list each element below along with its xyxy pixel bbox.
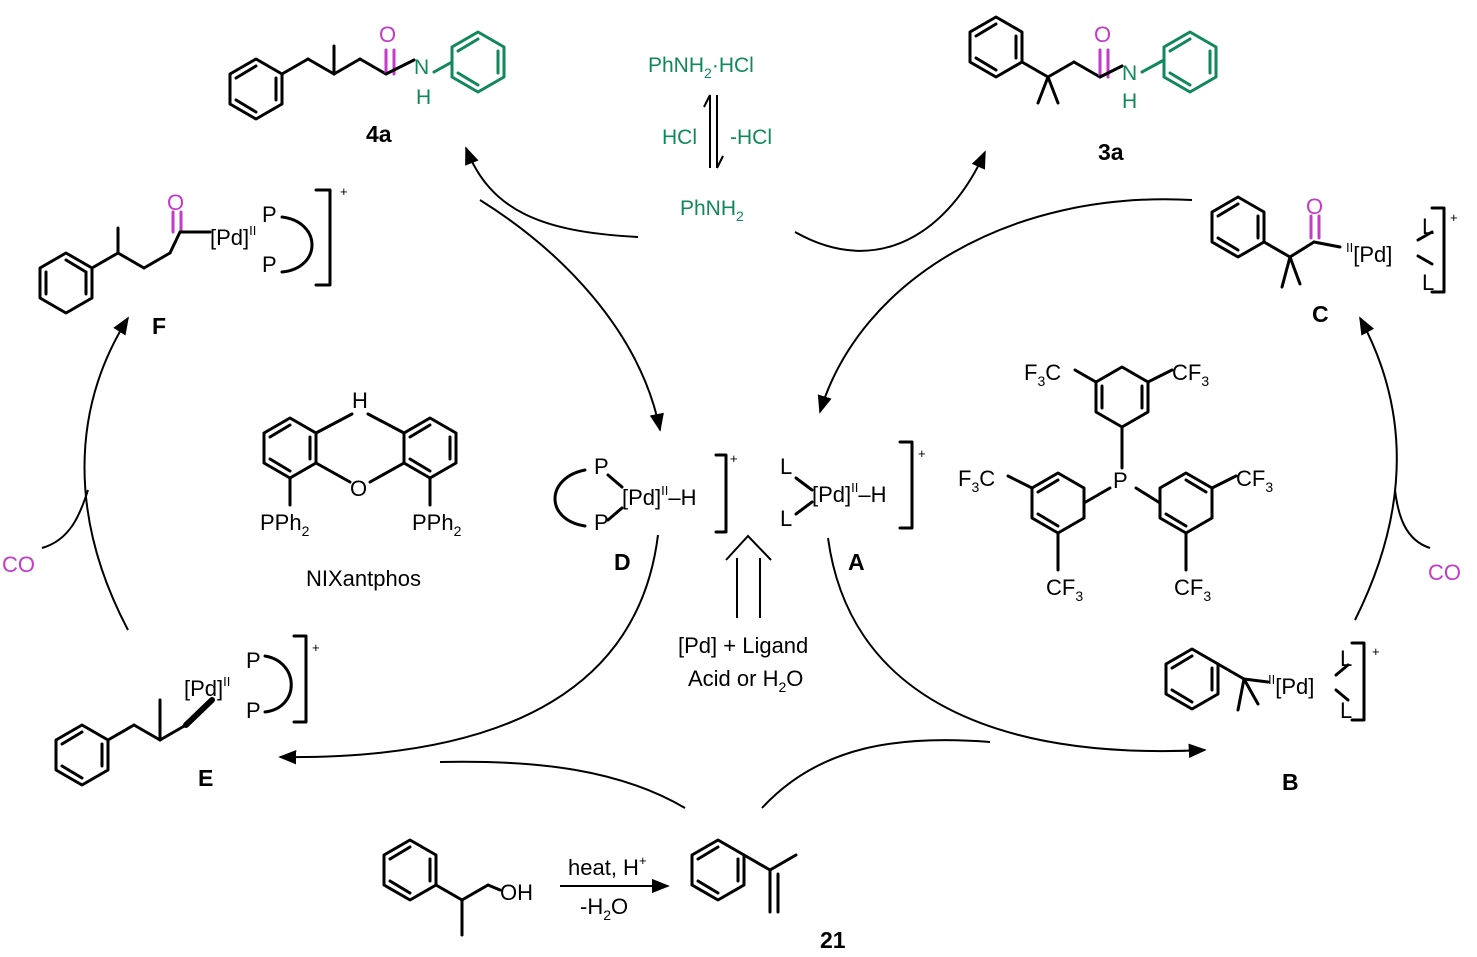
cf3-bottom-right: CF3: [1174, 575, 1211, 604]
cf3-top-right: CF3: [1172, 360, 1209, 389]
E-p-bottom: P: [246, 698, 261, 723]
E-charge: +: [312, 640, 320, 655]
E-p-top: P: [246, 648, 261, 673]
B-l-bottom: L: [1340, 698, 1352, 723]
F-pd: [Pd]II: [210, 223, 256, 250]
complex-F: [38, 188, 332, 315]
nixantphos-pph2-right: PPh2: [412, 510, 462, 539]
catalyst-formation-arrow: [725, 534, 772, 618]
anilinium-hcl: PhNH2·HCl: [648, 54, 754, 81]
E-pd: [Pd]II: [184, 674, 230, 701]
arrow-to-3a: [794, 150, 986, 252]
alpha-methylstyrene-21: [690, 838, 798, 914]
tris-p: P: [1113, 468, 1128, 493]
B-charge: +: [1372, 644, 1380, 659]
arrow-C-to-A: [817, 198, 1193, 414]
D-pd-h: [Pd]II–H: [622, 483, 697, 510]
alcohol-oh: OH: [500, 880, 533, 905]
cycle-arrows: [41, 146, 1431, 809]
4a-amide-n: N: [414, 56, 429, 79]
co-left-entry: [41, 489, 89, 549]
F-charge: +: [340, 184, 348, 199]
cf3-bottom-left: CF3: [1046, 575, 1083, 604]
co-right: CO: [1428, 560, 1461, 585]
label-B: B: [1282, 769, 1299, 795]
4a-amide-h: H: [416, 86, 431, 109]
label-3a: 3a: [1098, 139, 1124, 165]
label-A: A: [848, 549, 865, 575]
product-4a: [228, 30, 506, 121]
D-p-top: P: [594, 454, 609, 479]
dehydration-conditions-above: heat, H+: [568, 853, 647, 880]
cf3-mid-right: CF3: [1236, 466, 1273, 495]
F-p-top: P: [262, 202, 277, 227]
F-carbonyl-o: O: [167, 190, 184, 215]
nixantphos-pph2-left: PPh2: [260, 510, 310, 539]
hcl-label: HCl: [662, 126, 697, 149]
cf3-mid-left: F3C: [958, 466, 995, 495]
A-pd-h: [Pd]II–H: [812, 480, 887, 507]
nixantphos-label: NIXantphos: [306, 566, 421, 591]
minus-hcl-label: -HCl: [730, 126, 772, 149]
arrow-A-to-B: [827, 537, 1207, 758]
co-right-entry: [1394, 489, 1431, 549]
cf3-top-left: F3C: [1024, 360, 1061, 389]
A-l-top: L: [780, 454, 792, 479]
C-charge: +: [1450, 210, 1458, 225]
complex-B: [1164, 641, 1366, 722]
B-pd: II[Pd]: [1268, 672, 1314, 699]
C-carbonyl-o: O: [1306, 194, 1323, 219]
dehydration-conditions-below: -H2O: [580, 894, 628, 923]
B-l-top: L: [1340, 646, 1352, 671]
complex-E: [54, 634, 308, 787]
nixantphos-o: O: [350, 476, 367, 501]
label-F: F: [152, 313, 166, 339]
arrow-B-to-C: [1354, 316, 1398, 621]
complex-C: [1210, 195, 1446, 294]
D-charge: +: [730, 451, 738, 466]
3a-amide-n: N: [1122, 62, 1137, 85]
F-p-bottom: P: [262, 252, 277, 277]
arrow-F-to-D: [479, 199, 664, 432]
catalyst-formation-line2: Acid or H2O: [688, 666, 803, 695]
A-charge: +: [918, 446, 926, 461]
label-4a: 4a: [366, 121, 392, 147]
C-l-top: L: [1422, 214, 1434, 239]
styrene-to-left-cycle: [439, 760, 686, 809]
label-E: E: [198, 765, 213, 791]
co-left: CO: [2, 552, 35, 577]
C-pd: II[Pd]: [1346, 240, 1392, 267]
label-D: D: [614, 549, 631, 575]
tris-cf3-phosphine: [1006, 365, 1238, 572]
catalyst-formation-line1: [Pd] + Ligand: [678, 633, 808, 658]
complex-D: [553, 453, 728, 534]
cumyl-alcohol: [382, 838, 502, 937]
4a-carbonyl-o: O: [379, 22, 396, 47]
nixantphos-structure: [262, 412, 458, 507]
3a-carbonyl-o: O: [1094, 22, 1111, 47]
3a-amide-h: H: [1122, 90, 1137, 113]
arrow-to-4a: [465, 146, 639, 238]
nixantphos-h: H: [352, 388, 368, 413]
arrow-D-to-E: [278, 534, 659, 765]
product-3a: [968, 15, 1218, 105]
complex-A: [794, 440, 914, 530]
A-l-bottom: L: [780, 506, 792, 531]
equilibrium-arrows: [703, 94, 724, 169]
label-C: C: [1312, 301, 1329, 327]
styrene-to-right-cycle: [761, 739, 991, 809]
label-21: 21: [820, 927, 846, 953]
D-p-bottom: P: [594, 510, 609, 535]
aniline: PhNH2: [680, 197, 744, 224]
C-l-bottom: L: [1422, 270, 1434, 295]
arrow-E-to-F: [83, 316, 129, 631]
